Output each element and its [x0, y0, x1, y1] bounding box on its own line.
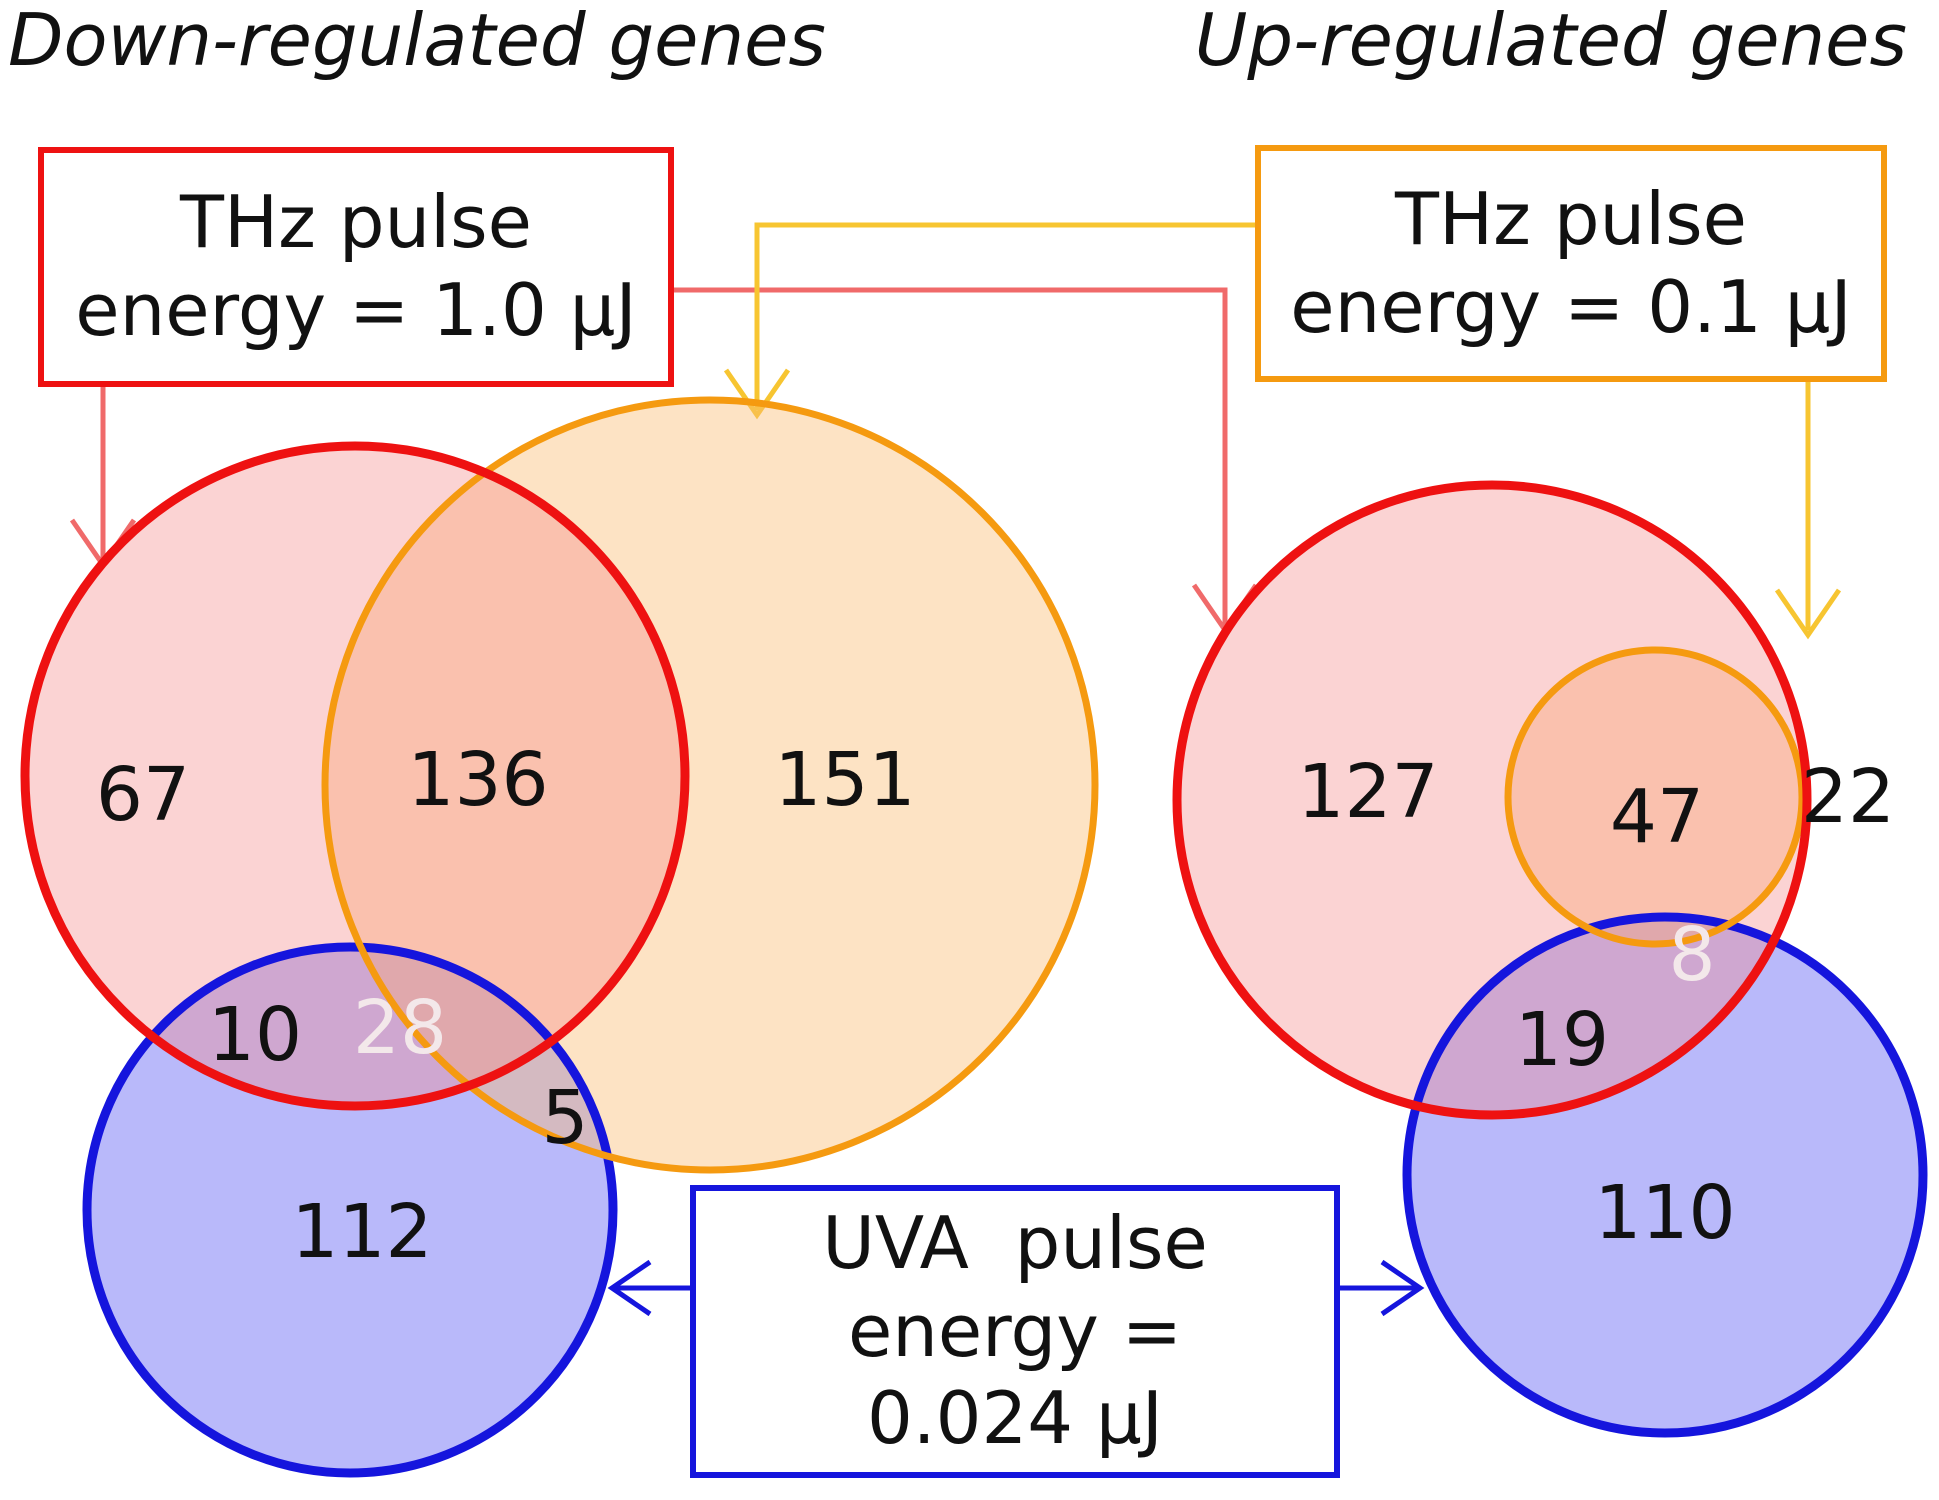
legend-uva-box: UVA pulse energy = 0.024 µJ [690, 1185, 1340, 1478]
count-up-all-three: 8 [1668, 912, 1715, 998]
legend-thz-high-line2: energy = 1.0 µJ [75, 268, 637, 352]
connector-uva-to-down [607, 1259, 690, 1317]
legend-thz-low-box: THz pulse energy = 0.1 µJ [1255, 145, 1887, 382]
count-down-all-three: 28 [353, 985, 447, 1071]
title-down-regulated: Down-regulated genes [8, 0, 826, 82]
legend-thz-low-line2: energy = 0.1 µJ [1290, 264, 1852, 349]
count-down-thz-high-thz-low: 136 [407, 737, 548, 823]
venn-up-thz-high-circle [1177, 485, 1807, 1115]
legend-thz-low-line1: THz pulse [1395, 176, 1747, 261]
legend-uva-line3: 0.024 µJ [866, 1376, 1164, 1461]
legend-thz-high-box: THz pulse energy = 1.0 µJ [38, 147, 674, 387]
connector-thz-low-to-up [1774, 382, 1842, 640]
legend-thz-high-line1: THz pulse [180, 180, 532, 265]
connector-uva-to-up [1340, 1259, 1425, 1317]
venn-down: 67 136 151 10 28 5 112 [20, 396, 1099, 1478]
legend-uva-line2: energy = [847, 1288, 1183, 1373]
count-down-thz-low-uva: 5 [541, 1075, 588, 1161]
count-down-thz-low-only: 151 [774, 737, 915, 823]
count-up-thz-low-only: 22 [1801, 754, 1895, 840]
venn-down-thz-low-circle [325, 400, 1095, 1170]
legend-uva-line1: UVA pulse [822, 1200, 1208, 1285]
venn-down-thz-high-circle [25, 446, 685, 1106]
count-up-thz-high-thz-low: 47 [1610, 774, 1704, 860]
count-down-uva-only: 112 [291, 1189, 432, 1275]
count-up-thz-high-only: 127 [1297, 749, 1438, 835]
count-up-uva-only: 110 [1594, 1170, 1735, 1256]
connector-thz-low-to-down [723, 222, 1255, 420]
title-up-regulated: Up-regulated genes [1194, 0, 1907, 82]
count-down-thz-high-only: 67 [96, 752, 190, 838]
venn-up: 127 47 22 8 19 110 [1172, 480, 1928, 1438]
venn-up-uva-circle [1407, 917, 1923, 1433]
count-up-thz-high-uva: 19 [1515, 997, 1609, 1083]
venn-up-thz-low-circle [1508, 650, 1802, 944]
count-down-thz-high-uva: 10 [208, 992, 302, 1078]
